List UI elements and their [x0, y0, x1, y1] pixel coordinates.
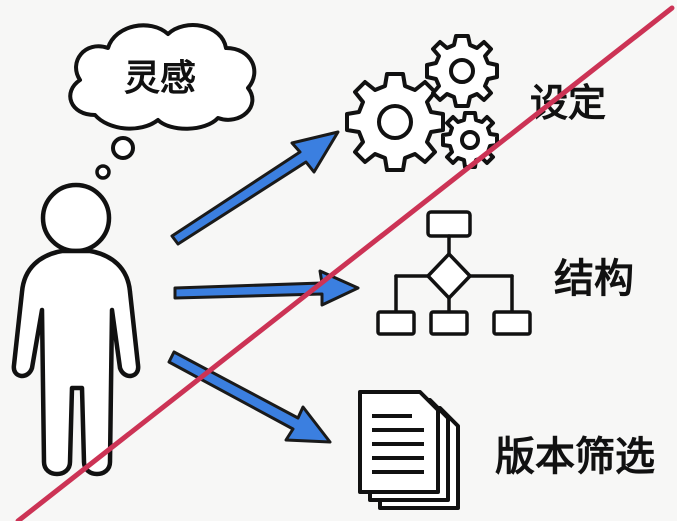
- flowchart-icon: [376, 210, 532, 336]
- thought-dot-small: [95, 164, 111, 180]
- documents-icon: [358, 390, 460, 510]
- label-structure: 结构: [554, 256, 634, 302]
- gears-icon: [345, 34, 499, 172]
- thought-cloud-shape: [68, 23, 257, 131]
- arrow-to-versions: [167, 350, 332, 444]
- label-version-filter: 版本筛选: [495, 434, 655, 480]
- arrow-to-settings: [170, 130, 340, 246]
- thought-text: 灵感: [124, 58, 196, 99]
- arrows: [167, 130, 360, 444]
- strike-line: [15, 5, 675, 521]
- person-body: [11, 248, 141, 477]
- thought-dot-large: [111, 136, 135, 160]
- person-figure: [11, 182, 141, 477]
- person-head: [40, 182, 112, 254]
- thought-bubble: 灵感: [68, 23, 257, 180]
